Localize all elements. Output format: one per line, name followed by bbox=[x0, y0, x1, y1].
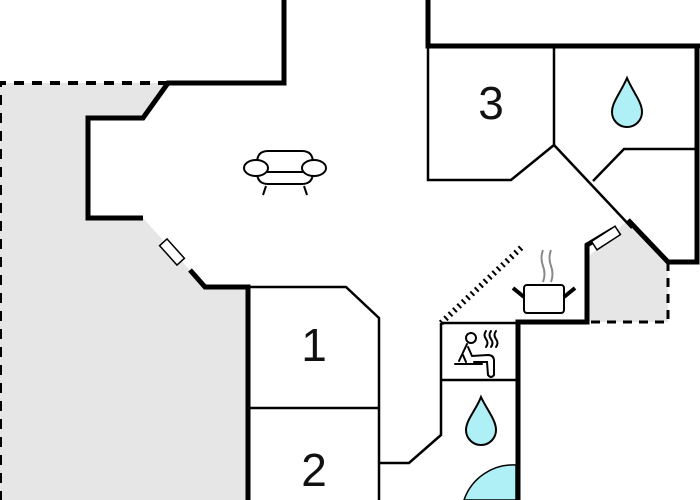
terrace-right bbox=[587, 220, 668, 322]
water-drop-icon bbox=[464, 394, 498, 446]
sauna-person-icon bbox=[454, 330, 499, 378]
window-right bbox=[590, 225, 622, 251]
room-label-bedroom-3: 3 bbox=[478, 77, 504, 129]
room-label-bedroom-1: 1 bbox=[301, 319, 327, 371]
shower-icon bbox=[463, 464, 517, 500]
water-drop-icon bbox=[610, 75, 644, 128]
interior-walls bbox=[248, 46, 697, 500]
terrace-right-dashed-border bbox=[587, 262, 670, 324]
sofa-icon bbox=[243, 150, 327, 196]
kitchen-counter-railing bbox=[438, 243, 526, 326]
room-label-bedroom-2: 2 bbox=[301, 444, 327, 496]
cooking-pot-icon bbox=[511, 249, 577, 314]
terrace-left-dashed-border bbox=[0, 81, 168, 500]
window-left bbox=[158, 237, 186, 267]
terrace-left bbox=[0, 83, 248, 500]
